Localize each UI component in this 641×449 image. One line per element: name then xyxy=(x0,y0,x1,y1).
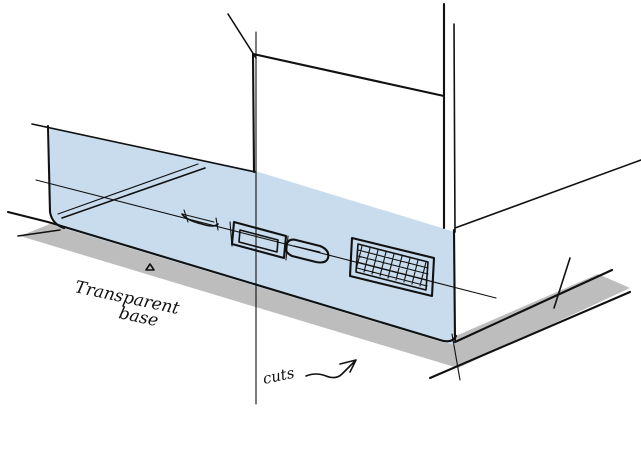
side-panel-tick xyxy=(553,257,571,309)
caret-mark xyxy=(145,263,155,271)
base-front-edge xyxy=(452,228,457,342)
upper-box-left-edge xyxy=(251,52,256,174)
transparent-base-panel xyxy=(50,128,455,345)
base-bottom-edge-2 xyxy=(17,229,61,237)
base-inner-floor-line xyxy=(61,167,206,219)
upper-box-diagonal xyxy=(227,13,257,59)
upper-box-top-edge xyxy=(251,52,446,98)
base-top-left-edge xyxy=(31,123,256,173)
upper-box-right-edge-2 xyxy=(453,23,456,233)
annotation-cuts: cuts xyxy=(261,364,296,388)
base-inner-floor-line-2 xyxy=(57,163,199,215)
port-rectangular xyxy=(229,220,289,261)
vent-grille xyxy=(348,236,436,298)
side-panel-top-edge xyxy=(454,159,641,229)
corner-construction-line xyxy=(451,333,461,381)
side-panel-bottom-edge xyxy=(453,268,614,344)
callout-arrow xyxy=(305,359,357,379)
port-small-slot xyxy=(181,209,219,231)
port-rounded xyxy=(284,238,330,264)
side-panel-lower-edge xyxy=(428,290,632,380)
